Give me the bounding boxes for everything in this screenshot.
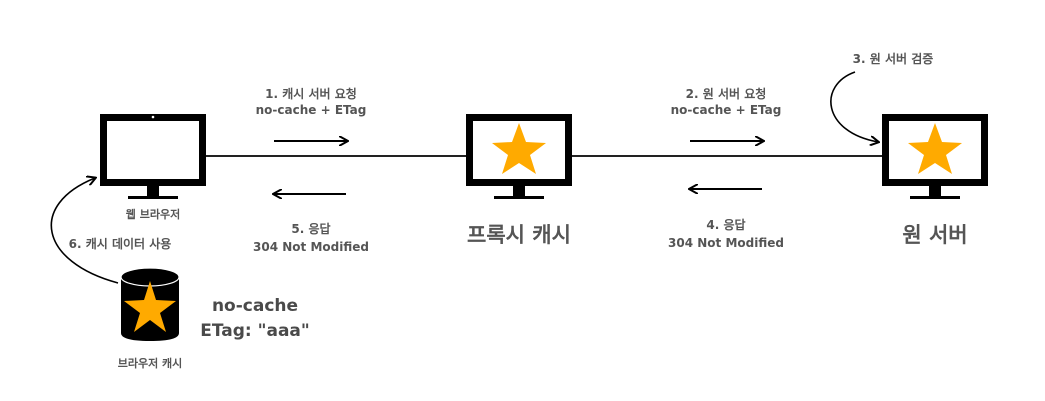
origin-server-monitor-icon xyxy=(882,114,988,199)
star-icon xyxy=(492,123,546,174)
proxy-monitor-icon xyxy=(466,114,572,199)
step1-title: 1. 캐시 서버 요청 xyxy=(265,86,357,101)
browser-monitor-icon xyxy=(100,114,206,199)
browser-label: 웹 브라우저 xyxy=(126,207,180,221)
proxy-label: 프록시 캐시 xyxy=(467,223,571,247)
step5-title: 5. 응답 xyxy=(291,221,330,236)
arrow-use-cache-data xyxy=(50,178,119,284)
step2-title: 2. 원 서버 요청 xyxy=(686,86,767,101)
browser-cache-label: 브라우저 캐시 xyxy=(118,356,183,370)
step1-subtitle: no-cache + ETag xyxy=(256,103,367,117)
cache-header-no-cache: no-cache xyxy=(212,296,298,316)
step2-subtitle: no-cache + ETag xyxy=(671,103,782,117)
browser-cache-database-icon xyxy=(120,267,180,341)
step4-subtitle: 304 Not Modified xyxy=(668,236,784,250)
step4-title: 4. 응답 xyxy=(706,217,745,232)
star-icon xyxy=(124,281,176,332)
origin-server-label: 원 서버 xyxy=(902,223,967,247)
arrow-origin-validate xyxy=(830,71,878,142)
step3-title: 3. 원 서버 검증 xyxy=(853,51,934,66)
star-icon xyxy=(908,123,962,174)
step6-title: 6. 캐시 데이터 사용 xyxy=(69,236,172,251)
cache-header-etag: ETag: "aaa" xyxy=(200,321,310,341)
step5-subtitle: 304 Not Modified xyxy=(253,240,369,254)
